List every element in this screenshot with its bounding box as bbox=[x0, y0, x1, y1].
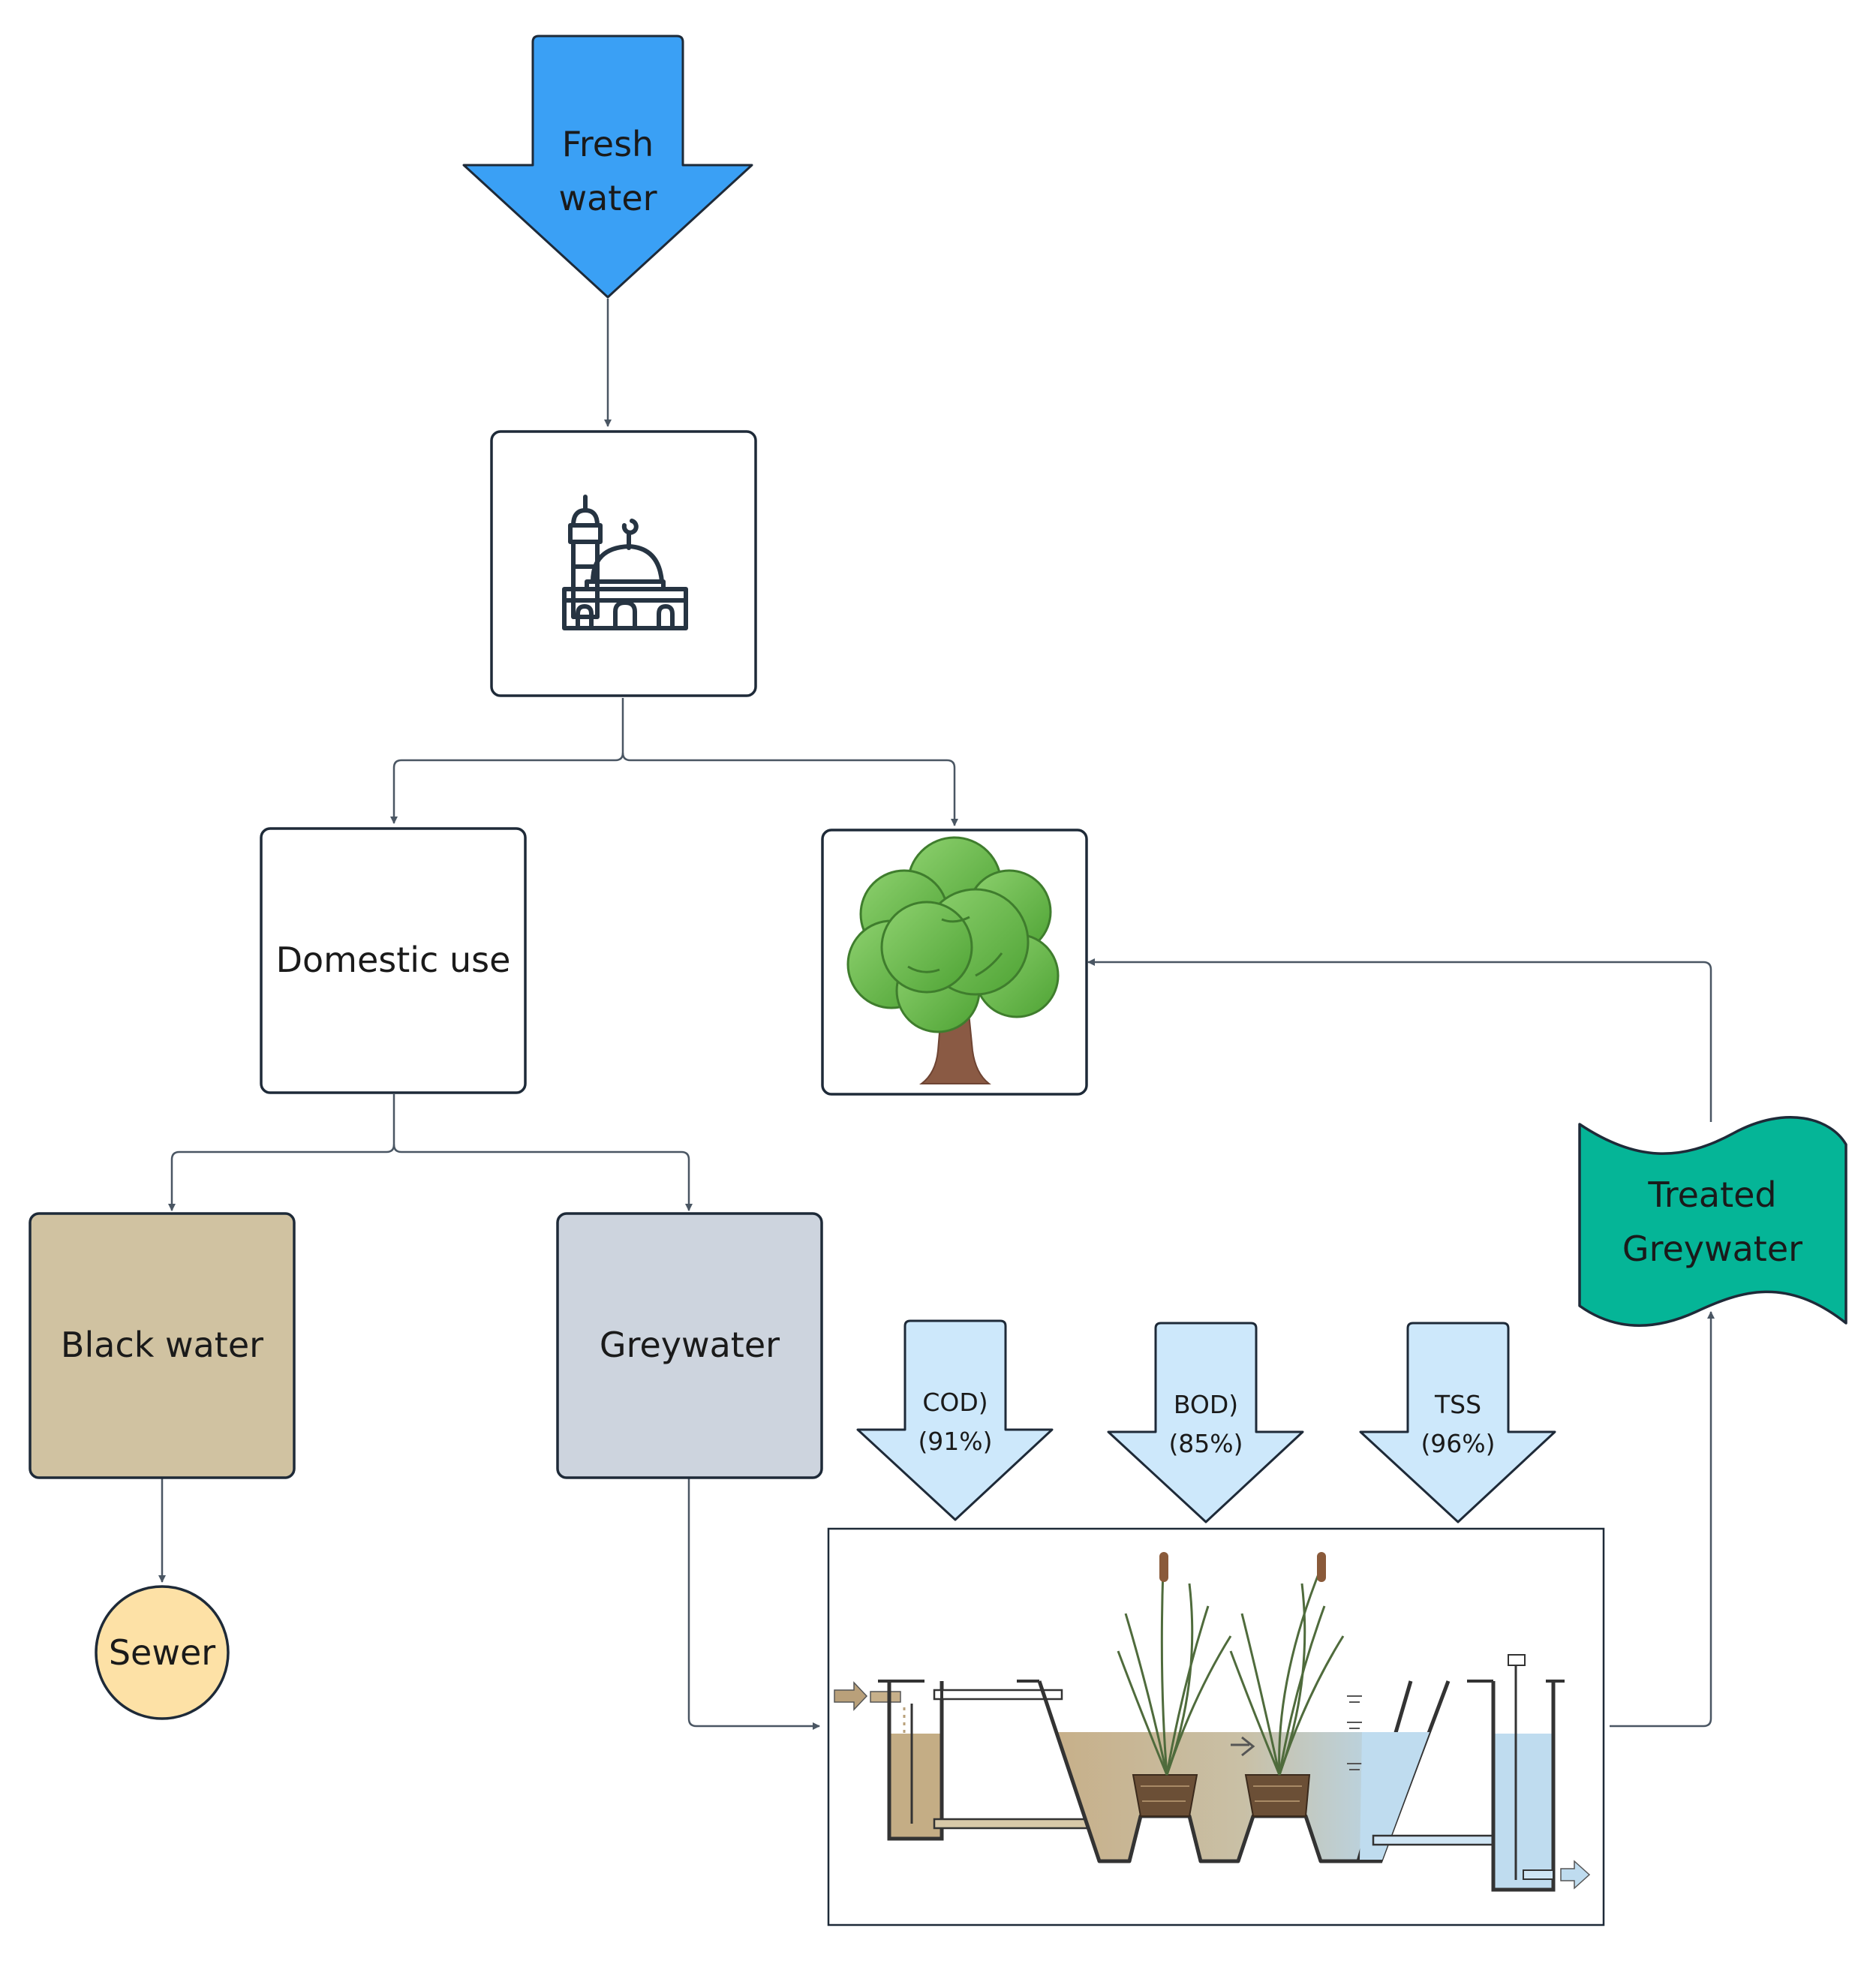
connector-domestic-to-blackwater bbox=[168, 1094, 395, 1211]
sewer-node: Sewer bbox=[95, 1585, 230, 1720]
black-water-box: Black water bbox=[29, 1212, 296, 1479]
connector-wetland-to-treated bbox=[1610, 1311, 1715, 1728]
treated-greywater-banner: Treated Greywater bbox=[1578, 1116, 1847, 1327]
treated-label-line1: Treated bbox=[1647, 1174, 1776, 1215]
connector-treated-to-tree bbox=[1087, 958, 1712, 1122]
fresh-water-arrow: Fresh water bbox=[462, 35, 753, 299]
sewer-label: Sewer bbox=[109, 1632, 215, 1673]
mosque-box bbox=[490, 430, 757, 697]
cod-label-line2: (91%) bbox=[918, 1427, 992, 1456]
treated-label-line2: Greywater bbox=[1622, 1229, 1802, 1269]
connector-mosque-to-domestic bbox=[390, 698, 624, 824]
domestic-use-label: Domestic use bbox=[276, 940, 511, 980]
cod-label-line1: COD) bbox=[922, 1388, 988, 1417]
tree-box bbox=[821, 829, 1088, 1096]
constructed-wetland-illustration bbox=[834, 1552, 1591, 1892]
connectors bbox=[158, 299, 1715, 1730]
removal-arrow-bod: BOD) (85%) bbox=[1107, 1322, 1304, 1523]
mosque-icon bbox=[562, 495, 688, 630]
tree-icon bbox=[846, 836, 1060, 1084]
wetland-panel bbox=[827, 1527, 1605, 1926]
bod-label-line1: BOD) bbox=[1174, 1390, 1238, 1419]
greywater-box: Greywater bbox=[556, 1212, 823, 1479]
tss-label-line1: TSS bbox=[1434, 1390, 1481, 1419]
fresh-water-label-line2: water bbox=[558, 178, 657, 218]
fresh-water-label-line1: Fresh bbox=[562, 124, 654, 164]
connector-greywater-to-wetland bbox=[687, 1478, 820, 1730]
removal-arrow-tss: TSS (96%) bbox=[1359, 1322, 1556, 1523]
domestic-use-box: Domestic use bbox=[260, 827, 527, 1094]
removal-arrow-cod: COD) (91%) bbox=[856, 1319, 1054, 1521]
connector-domestic-to-greywater bbox=[392, 1144, 693, 1211]
tss-label-line2: (96%) bbox=[1421, 1429, 1495, 1458]
greywater-label: Greywater bbox=[600, 1325, 780, 1365]
black-water-label: Black water bbox=[61, 1325, 263, 1365]
connector-mosque-to-tree bbox=[621, 752, 958, 826]
bod-label-line2: (85%) bbox=[1168, 1429, 1243, 1458]
